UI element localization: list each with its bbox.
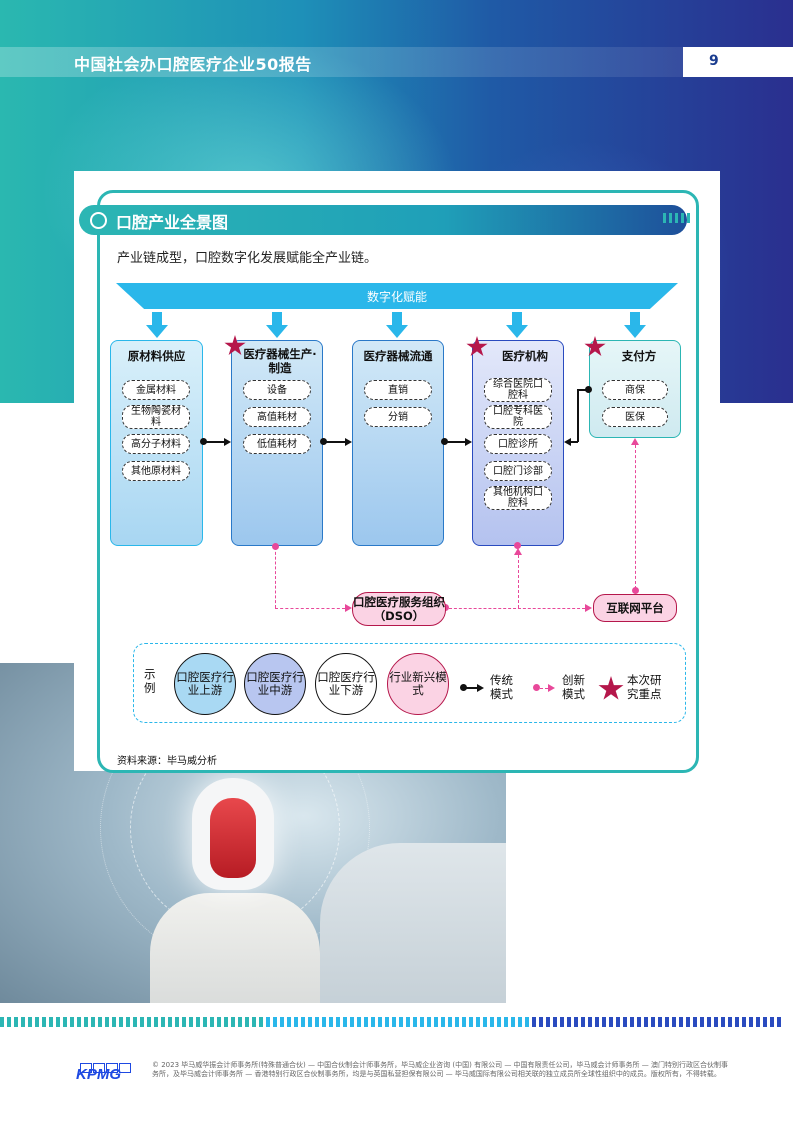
legend-innovative-line <box>540 688 548 689</box>
legend-focus: 本次研究重点 <box>627 673 662 701</box>
legend-new-model: 行业新兴模式 <box>387 653 449 715</box>
page-number: 9 <box>709 53 719 69</box>
arrow-right-icon <box>585 604 592 612</box>
arrow-right-icon <box>224 438 231 446</box>
legend-downstream: 口腔医疗行业下游 <box>315 653 377 715</box>
dashed-connector <box>518 555 519 608</box>
source-note: 资料来源：毕马威分析 <box>117 756 217 767</box>
legend-traditional-line <box>464 687 477 689</box>
arrow-up-icon <box>631 438 639 445</box>
connector-dot <box>514 542 521 549</box>
down-arrow-icon <box>624 312 646 338</box>
arrow-left-icon <box>564 438 571 446</box>
legend-traditional: 传统模式 <box>490 673 513 701</box>
legend-midstream: 口腔医疗行业中游 <box>244 653 306 715</box>
list-item: 口腔门诊部 <box>484 461 552 481</box>
down-arrow-icon <box>386 312 408 338</box>
kpmg-logo-text: KPMG <box>76 1066 121 1083</box>
connector-line <box>577 389 589 391</box>
arrow-up-icon <box>514 548 522 555</box>
down-arrow-icon <box>506 312 528 338</box>
list-item: 设备 <box>243 380 311 400</box>
internet-platform-box: 互联网平台 <box>593 594 677 622</box>
legend <box>133 643 686 723</box>
arrow-right-icon <box>345 604 352 612</box>
arrow-right-icon <box>477 684 484 692</box>
digital-banner <box>116 283 678 309</box>
circle-icon <box>90 212 107 229</box>
connector-line <box>203 441 224 443</box>
connector-dot <box>632 587 639 594</box>
column-title: 原材料供应 <box>127 349 186 363</box>
column-title: 医疗器械生产·制造 <box>243 347 317 375</box>
connector-dot <box>272 543 279 550</box>
column-title: 医疗机构 <box>502 349 548 363</box>
list-item: 口腔专科医院 <box>484 405 552 429</box>
kpmg-logo <box>78 1063 132 1087</box>
connector-line <box>571 441 578 443</box>
down-arrow-icon <box>146 312 168 338</box>
list-item: 高分子材料 <box>122 434 190 454</box>
digital-banner-label: 数字化赋能 <box>366 290 427 304</box>
down-arrow-icon <box>266 312 288 338</box>
section-subtitle: 产业链成型，口腔数字化发展赋能全产业链。 <box>117 251 378 266</box>
list-item: 商保 <box>602 380 668 400</box>
list-item: 口腔诊所 <box>484 434 552 454</box>
list-item: 医保 <box>602 407 668 427</box>
list-item: 生物陶瓷材料 <box>122 405 190 429</box>
arrow-right-icon <box>345 438 352 446</box>
list-item: 高值耗材 <box>243 407 311 427</box>
dashed-connector <box>449 608 585 609</box>
list-item: 低值耗材 <box>243 434 311 454</box>
copyright-text: © 2023 毕马威华振会计师事务所(特殊普通合伙) — 中国合伙制会计师事务所… <box>152 1061 728 1078</box>
report-title: 中国社会办口腔医疗企业50报告 <box>74 55 312 74</box>
connector-dot <box>585 386 592 393</box>
arrow-right-icon <box>465 438 472 446</box>
dso-box: 口腔医疗服务组织（DSO） <box>352 592 446 626</box>
dashed-connector <box>275 547 276 608</box>
connector-line <box>444 441 465 443</box>
connector-line <box>323 441 345 443</box>
bottom-tick-decoration <box>0 1017 793 1027</box>
column-device-distribution: 医疗器械流通 <box>352 340 444 546</box>
connector-line <box>577 389 579 442</box>
list-item: 综合医院口腔科 <box>484 378 552 402</box>
column-title: 医疗器械流通 <box>363 349 433 363</box>
page-number-box <box>683 47 793 77</box>
section-title: 口腔产业全景图 <box>116 213 229 232</box>
list-item: 直销 <box>364 380 432 400</box>
dashed-connector <box>635 445 636 589</box>
list-item: 分销 <box>364 407 432 427</box>
arrow-right-icon <box>548 684 555 692</box>
section-header <box>79 205 687 235</box>
legend-label: 示例 <box>144 667 156 695</box>
tick-decoration <box>663 213 690 223</box>
legend-upstream: 口腔医疗行业上游 <box>174 653 236 715</box>
legend-traditional-dot <box>460 684 467 691</box>
list-item: 其他原材料 <box>122 461 190 481</box>
list-item: 其他机构口腔科 <box>484 486 552 510</box>
legend-innovative-dot <box>533 684 540 691</box>
legend-innovative: 创新模式 <box>562 673 585 701</box>
header-bar <box>0 47 683 77</box>
dashed-connector <box>275 608 345 609</box>
list-item: 金属材料 <box>122 380 190 400</box>
column-title: 支付方 <box>621 349 657 363</box>
